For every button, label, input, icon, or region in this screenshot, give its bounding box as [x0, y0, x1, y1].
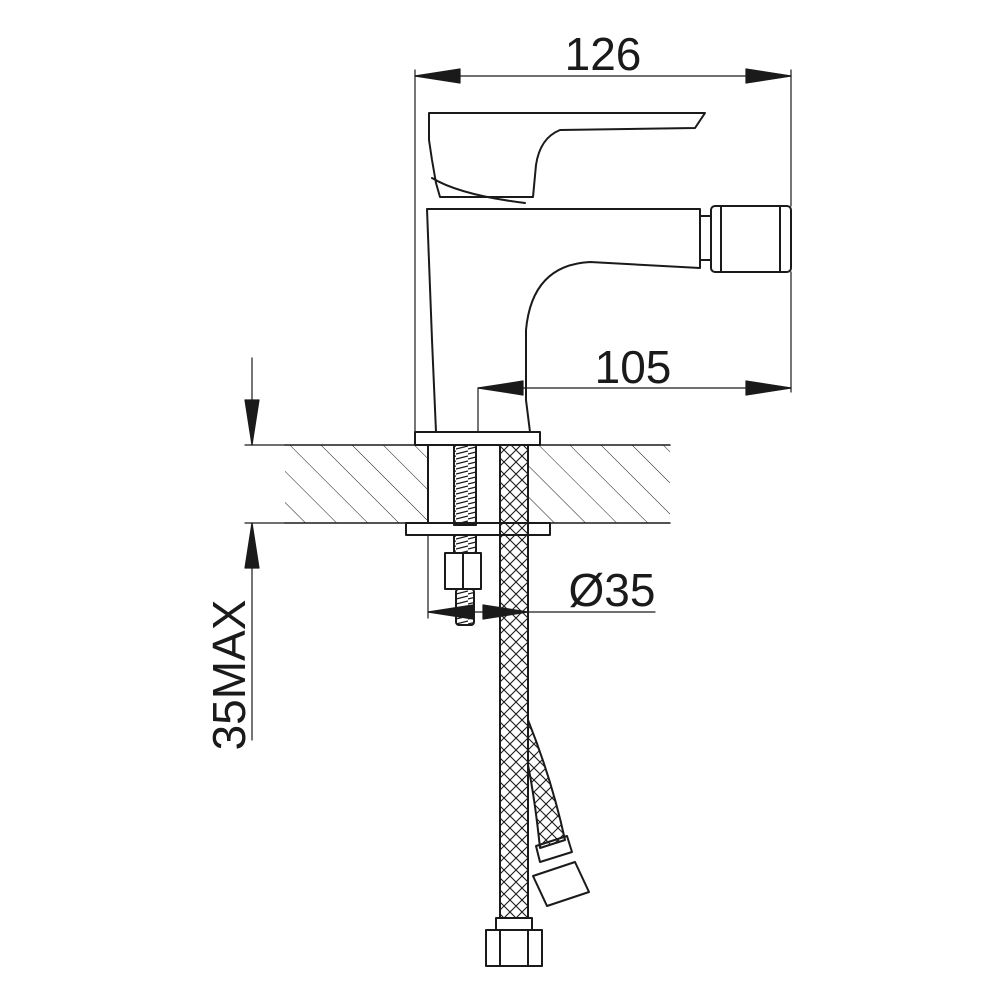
dimension-hole-diameter — [427, 534, 656, 620]
dimension-overall-width — [414, 68, 792, 433]
flexible-hose-straight — [499, 444, 529, 919]
flexible-hose-bent — [527, 719, 566, 849]
spout-reach-label: 105 — [595, 341, 672, 393]
hole-diameter-label: Ø35 — [569, 564, 656, 616]
countertop-section — [284, 444, 671, 524]
mounting-stud — [444, 444, 482, 626]
deck-thickness-label: 35MAX — [203, 600, 255, 751]
fixing-washer — [405, 522, 551, 536]
dimension-deck-thickness — [244, 357, 286, 741]
hose-nut-bent — [532, 835, 590, 907]
overall-width-label: 126 — [565, 28, 642, 80]
hose-nut-straight — [485, 917, 543, 967]
spray-head — [699, 205, 792, 273]
faucet-body — [426, 208, 701, 433]
cartridge-collar — [431, 177, 526, 204]
lever-handle — [428, 112, 706, 198]
dimension-spout-reach — [477, 271, 792, 433]
faucet-base — [414, 431, 541, 446]
